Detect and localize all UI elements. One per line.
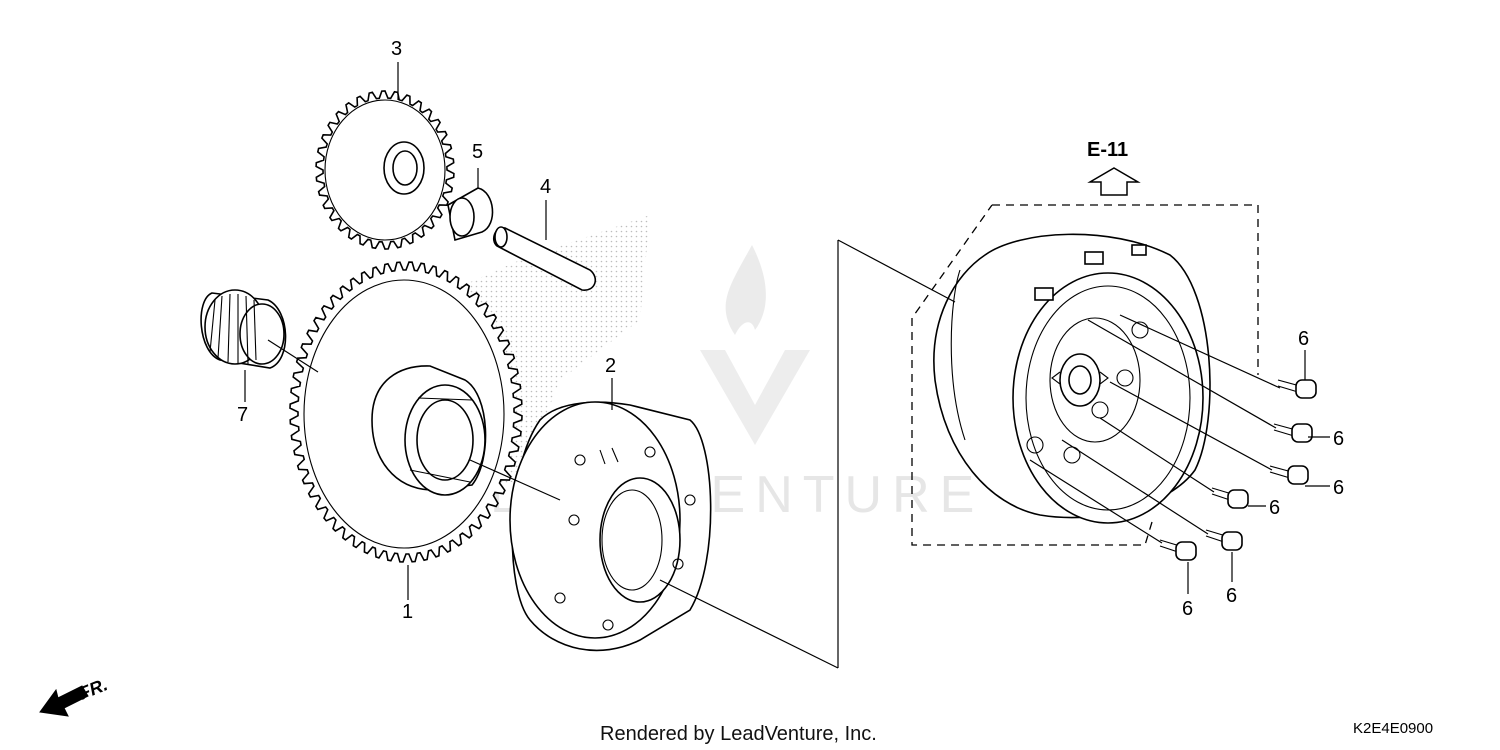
footer: Rendered by LeadVenture, Inc. K2E4E0900 — [600, 720, 1433, 745]
callout-labels: 3 5 4 2 7 1 6 6 6 6 6 6 — [237, 38, 1344, 623]
callout-6c: 6 — [1333, 477, 1344, 499]
callout-6a: 6 — [1298, 328, 1309, 350]
collar — [447, 187, 494, 242]
bolt-3 — [1269, 465, 1309, 485]
callout-6e: 6 — [1226, 585, 1237, 607]
flame-v-logo — [700, 245, 810, 445]
leader-lines — [244, 62, 1330, 669]
callout-6f: 6 — [1182, 598, 1193, 620]
callout-5: 5 — [472, 141, 483, 163]
callout-6d: 6 — [1269, 497, 1280, 519]
flywheel-group-box — [911, 204, 1259, 546]
render-credit: Rendered by LeadVenture, Inc. — [600, 723, 877, 745]
reference-label: E-11 — [1087, 139, 1128, 161]
callout-3: 3 — [391, 38, 402, 60]
callout-2: 2 — [605, 355, 616, 377]
bolt-2 — [1273, 423, 1313, 443]
front-direction-label: FR. — [76, 674, 110, 703]
callout-4: 4 — [540, 176, 551, 198]
callout-6b: 6 — [1333, 428, 1344, 450]
flywheel — [933, 233, 1211, 524]
bolt-5 — [1205, 529, 1243, 551]
reduction-gear — [315, 90, 455, 250]
bolt-6 — [1159, 539, 1197, 561]
reference-marker: E-11 — [1087, 139, 1141, 196]
bolt-4 — [1211, 487, 1249, 509]
shaft — [493, 226, 597, 291]
front-direction-indicator: FR. — [39, 674, 110, 717]
starter-driven-gear — [289, 261, 523, 563]
needle-bearing — [200, 289, 287, 369]
diagram-code: K2E4E0900 — [1353, 720, 1433, 737]
front-direction-arrow-icon — [39, 685, 89, 717]
up-arrow-icon — [1087, 167, 1141, 196]
callout-7: 7 — [237, 404, 248, 426]
flywheel-bolts — [1159, 379, 1317, 561]
starter-clutch — [509, 401, 712, 652]
callout-1: 1 — [402, 601, 413, 623]
bolt-1 — [1277, 379, 1317, 399]
